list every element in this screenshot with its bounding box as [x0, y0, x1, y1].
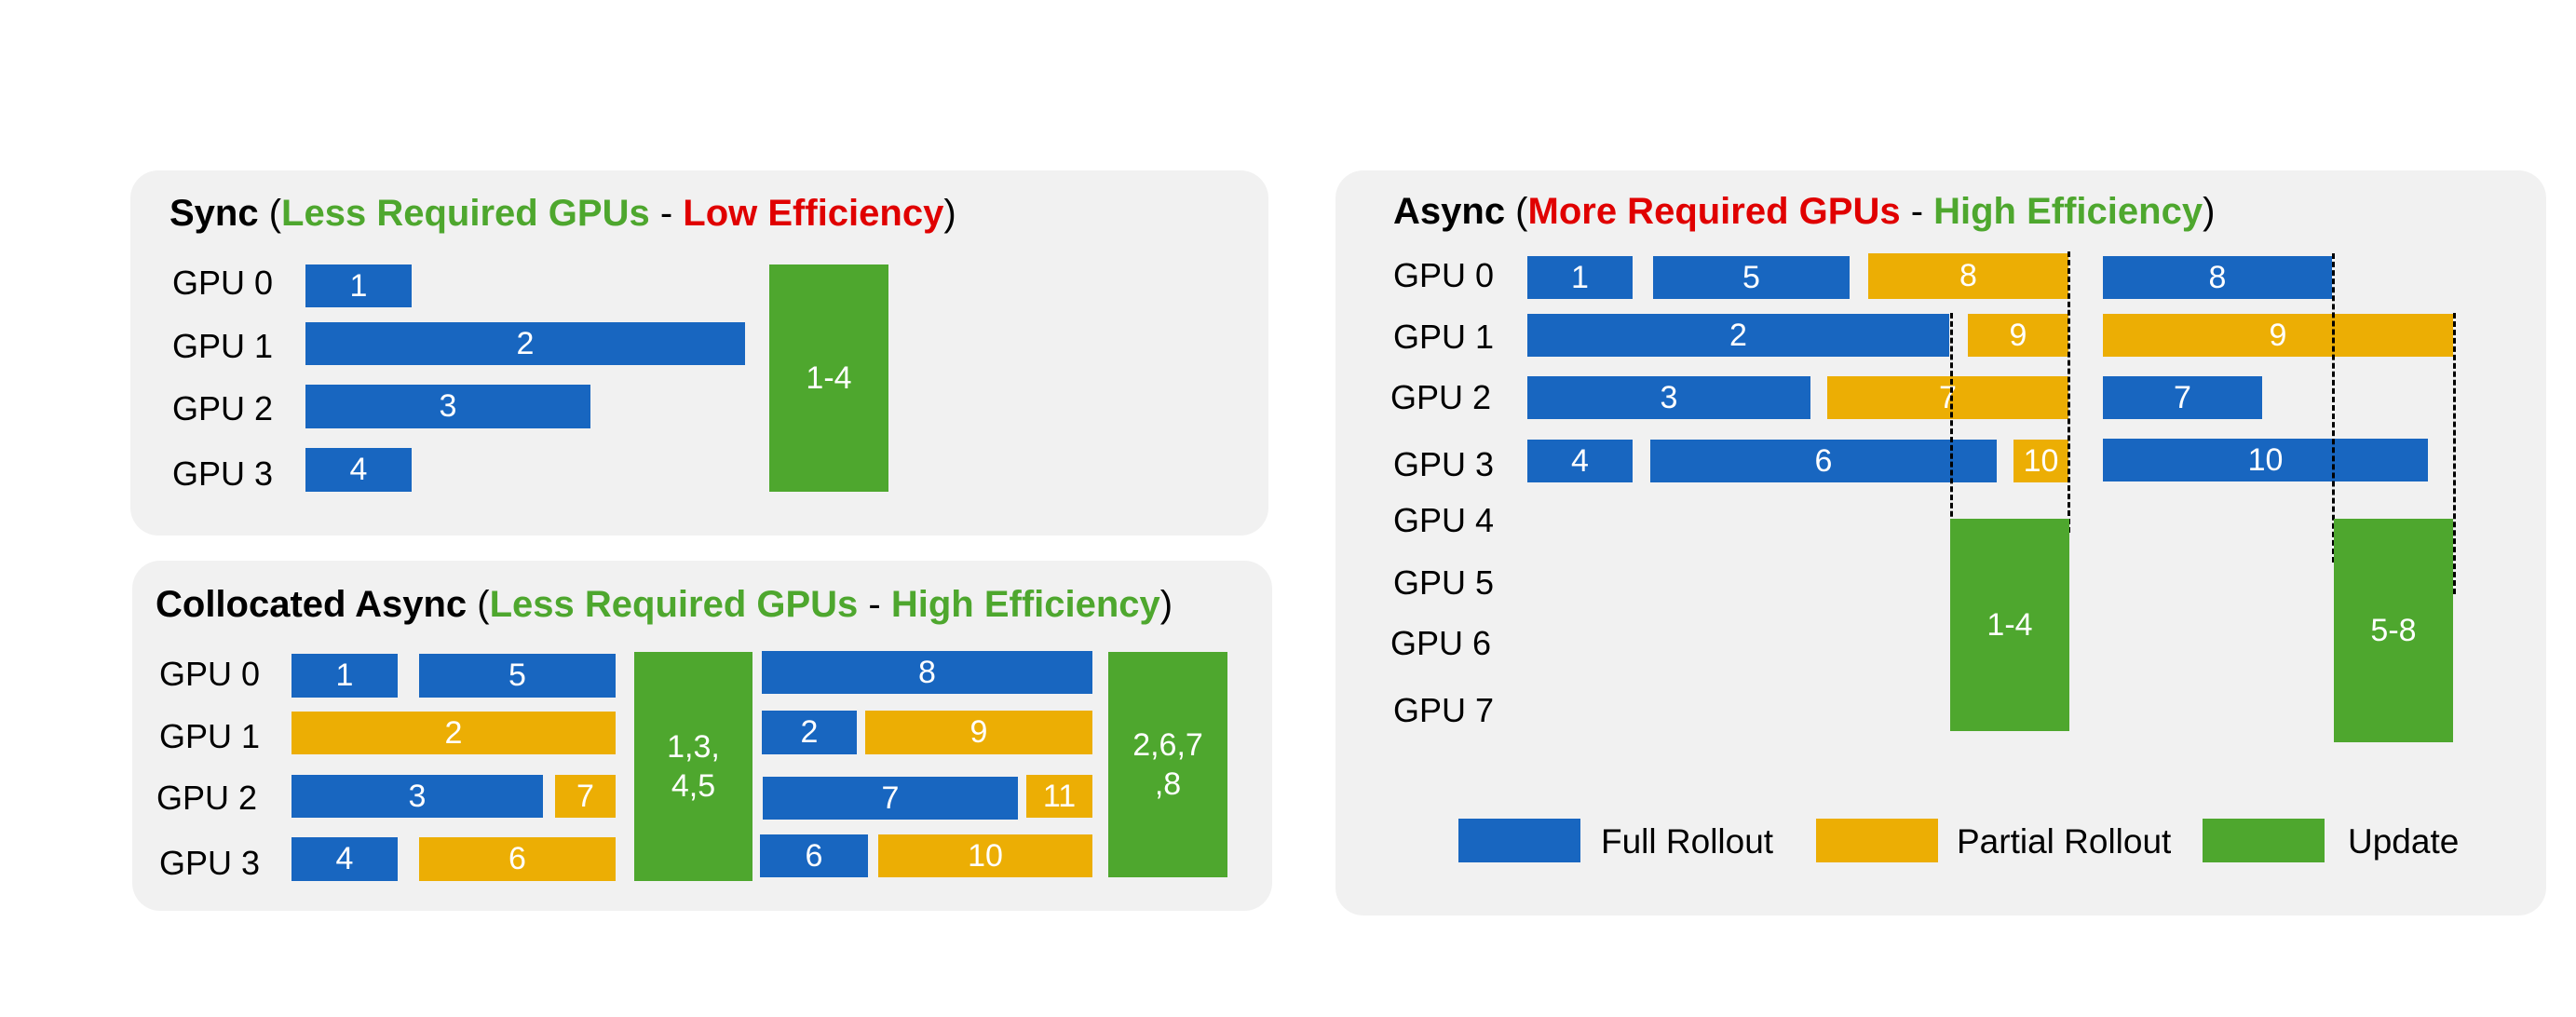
- async-partial-rollout-block: 9: [2103, 314, 2453, 357]
- collocated-full-rollout-block: 6: [760, 834, 868, 877]
- sync-title-efficiency: Low Efficiency: [683, 193, 944, 234]
- legend-full-rollout-swatch: [1458, 819, 1580, 862]
- async-gpu-label: GPU 4: [1393, 501, 1495, 539]
- legend-update-label: Update: [2348, 822, 2460, 861]
- sync-title-name: Sync: [169, 193, 259, 234]
- async-partial-rollout-block: 9: [1968, 314, 2068, 357]
- collocated-title-gpus: Less Required GPUs: [489, 584, 859, 625]
- collocated-full-rollout-block: 5: [419, 654, 616, 698]
- collocated-full-rollout-block: 1: [291, 654, 398, 698]
- sync-title-sep: -: [649, 193, 684, 234]
- sync-gpu-label: GPU 2: [172, 389, 274, 427]
- collocated-update-block: 1,3, 4,5: [634, 652, 752, 881]
- async-title-gpus: More Required GPUs: [1527, 191, 1901, 232]
- async-sync-line: [2068, 251, 2070, 533]
- async-full-rollout-block: 2: [1527, 314, 1949, 357]
- async-title-sep: -: [1900, 191, 1934, 232]
- collocated-partial-rollout-block: 6: [419, 837, 616, 881]
- collocated-full-rollout-block: 7: [763, 777, 1018, 820]
- async-gpu-label: GPU 0: [1393, 256, 1495, 294]
- collocated-title-efficiency: High Efficiency: [890, 584, 1160, 625]
- async-full-rollout-block: 6: [1650, 440, 1997, 482]
- sync-rollout-block: 1: [305, 264, 412, 307]
- sync-title-gpus: Less Required GPUs: [281, 193, 650, 234]
- async-gpu-label: GPU 3: [1393, 445, 1495, 483]
- sync-gpu-label: GPU 0: [172, 264, 274, 302]
- legend-partial-rollout-label: Partial Rollout: [1957, 822, 2172, 861]
- async-title-name: Async: [1393, 191, 1506, 232]
- legend-update-swatch: [2203, 819, 2325, 862]
- async-title: Async (More Required GPUs - High Efficie…: [1393, 191, 2216, 232]
- async-gpu-label: GPU 7: [1393, 691, 1495, 729]
- async-partial-rollout-block: 7: [1827, 376, 2068, 419]
- collocated-update-block: 2,6,7 ,8: [1108, 652, 1227, 877]
- legend-full-rollout-label: Full Rollout: [1601, 822, 1774, 861]
- collocated-title: Collocated Async (Less Required GPUs - H…: [156, 584, 1173, 625]
- collocated-partial-rollout-block: 2: [291, 712, 616, 754]
- collocated-full-rollout-block: 3: [291, 775, 543, 818]
- async-gpu-label: GPU 1: [1393, 318, 1495, 356]
- sync-title: Sync (Less Required GPUs - Low Efficienc…: [169, 193, 956, 234]
- collocated-partial-rollout-block: 9: [865, 711, 1092, 754]
- async-full-rollout-block: 4: [1527, 440, 1633, 482]
- collocated-title-sep: -: [858, 584, 891, 625]
- async-sync-line: [2453, 313, 2456, 594]
- async-full-rollout-block: 1: [1527, 256, 1633, 299]
- collocated-full-rollout-block: 4: [291, 837, 398, 881]
- collocated-partial-rollout-block: 7: [555, 775, 616, 818]
- async-sync-line: [2332, 253, 2335, 563]
- sync-update-block: 1-4: [769, 264, 888, 492]
- async-update-block: 5-8: [2334, 519, 2453, 742]
- async-full-rollout-block: 8: [2103, 256, 2332, 299]
- collocated-gpu-label: GPU 1: [159, 717, 261, 755]
- sync-gpu-label: GPU 3: [172, 454, 274, 493]
- collocated-gpu-label: GPU 3: [159, 844, 261, 882]
- sync-rollout-block: 4: [305, 448, 412, 492]
- sync-rollout-block: 2: [305, 322, 745, 365]
- async-partial-rollout-block: 10: [2013, 440, 2068, 482]
- async-full-rollout-block: 10: [2103, 439, 2428, 481]
- async-update-block: 1-4: [1950, 519, 2069, 731]
- collocated-full-rollout-block: 8: [762, 651, 1092, 694]
- async-partial-rollout-block: 8: [1868, 253, 2068, 299]
- collocated-gpu-label: GPU 0: [159, 655, 261, 693]
- collocated-gpu-label: GPU 2: [156, 779, 258, 817]
- sync-rollout-block: 3: [305, 385, 590, 428]
- async-full-rollout-block: 3: [1527, 376, 1810, 419]
- async-sync-line: [1950, 313, 1953, 566]
- sync-gpu-label: GPU 1: [172, 327, 274, 365]
- collocated-partial-rollout-block: 10: [878, 834, 1092, 877]
- legend-partial-rollout-swatch: [1816, 819, 1938, 862]
- async-full-rollout-block: 5: [1653, 256, 1850, 299]
- collocated-title-name: Collocated Async: [156, 584, 468, 625]
- async-full-rollout-block: 7: [2103, 376, 2262, 419]
- collocated-partial-rollout-block: 11: [1026, 775, 1092, 818]
- async-title-efficiency: High Efficiency: [1933, 191, 2203, 232]
- collocated-full-rollout-block: 2: [762, 711, 857, 754]
- async-gpu-label: GPU 5: [1393, 563, 1495, 602]
- async-gpu-label: GPU 2: [1390, 378, 1492, 416]
- async-gpu-label: GPU 6: [1390, 624, 1492, 662]
